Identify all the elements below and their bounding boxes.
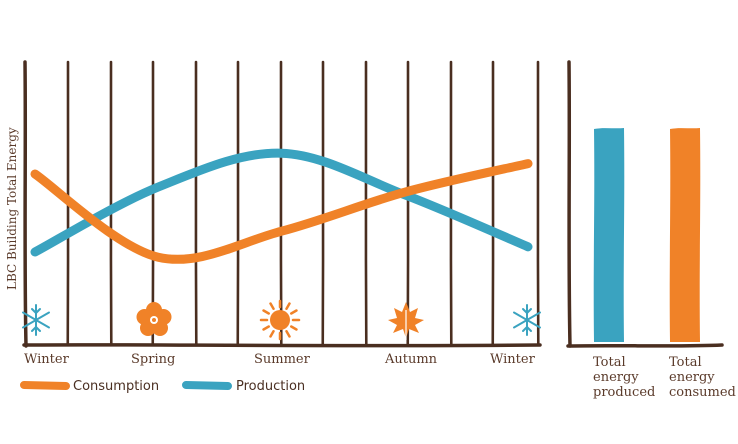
sun-ray xyxy=(262,325,270,331)
bar-total-produced xyxy=(593,128,625,342)
legend-consumption-swatch xyxy=(20,381,70,390)
sun-ray xyxy=(262,309,270,315)
sun-ray xyxy=(269,330,275,338)
leaf-icon xyxy=(388,302,424,340)
bar-total-consumed xyxy=(669,128,701,342)
sun-ray xyxy=(285,330,291,338)
bar-label-produced-line3: produced xyxy=(593,385,655,400)
legend-consumption-label: Consumption xyxy=(73,379,159,394)
snowflake-icon xyxy=(22,304,50,336)
consumption-line xyxy=(30,159,533,264)
sun-icon xyxy=(259,299,301,341)
legend: Consumption Production xyxy=(20,379,305,394)
bar-label-consumed-line3: consumed xyxy=(669,385,736,400)
bar-label-consumed: Total energy consumed xyxy=(669,355,736,400)
season-label-winter-end: Winter xyxy=(490,352,536,367)
snowflake-icon xyxy=(513,304,541,336)
season-label-autumn: Autumn xyxy=(384,352,438,367)
season-label-summer: Summer xyxy=(254,352,311,367)
sun-ray xyxy=(290,325,298,331)
bar-label-produced-line1: Total xyxy=(593,355,626,370)
bar-label-consumed-line2: energy xyxy=(669,370,715,385)
flower-icon xyxy=(136,302,172,336)
legend-production-label: Production xyxy=(236,379,305,394)
y-axis-label: LBC Building Total Energy xyxy=(5,127,19,290)
production-line xyxy=(30,148,533,257)
sun-ray xyxy=(285,302,291,310)
right-x-axis xyxy=(566,343,724,348)
bar-label-consumed-line1: Total xyxy=(669,355,702,370)
legend-production-swatch xyxy=(182,381,232,390)
right-y-axis xyxy=(567,60,572,348)
grid-lines xyxy=(66,60,540,347)
season-label-winter: Winter xyxy=(24,352,70,367)
left-x-axis xyxy=(22,343,542,348)
bar-label-produced-line2: energy xyxy=(593,370,639,385)
bar-label-produced: Total energy produced xyxy=(593,355,655,400)
sun-ray xyxy=(290,309,298,315)
left-y-axis xyxy=(23,60,28,348)
season-label-spring: Spring xyxy=(131,352,175,367)
sun-ray xyxy=(269,302,275,310)
